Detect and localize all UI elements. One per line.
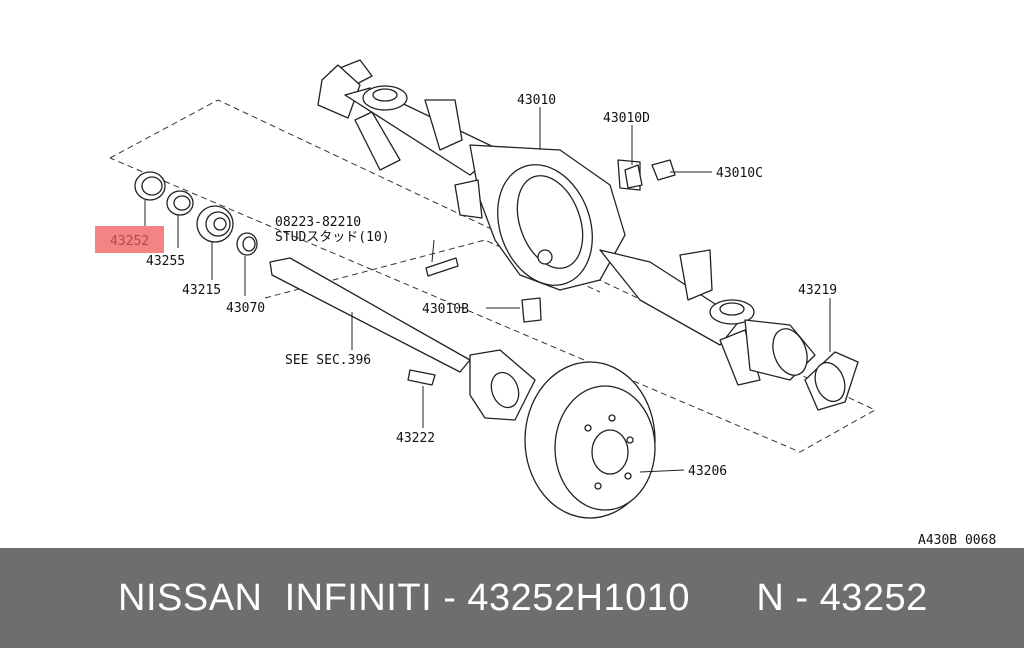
- drain-plug-43010B: [521, 297, 542, 323]
- highlight-43252: [95, 226, 164, 253]
- label-43206: 43206: [688, 464, 727, 479]
- label-08223: 08223-82210: [275, 215, 361, 230]
- footer-bar: NISSAN INFINITI - 43252H1010 N - 43252: [0, 548, 1024, 648]
- exploded-parts-diagram: 43010 43010D 43010C 08223-82210 STUDスタッド…: [109, 59, 996, 548]
- spacer-43255: [166, 190, 194, 216]
- breather-cap-43010C: [651, 159, 676, 181]
- label-stud: STUDスタッド(10): [275, 230, 390, 245]
- label-43070: 43070: [226, 301, 265, 316]
- part-number-caption: NISSAN INFINITI - 43252H1010 N - 43252: [118, 576, 928, 619]
- bearing-43215: [196, 205, 234, 243]
- axle-shaft: [269, 257, 536, 421]
- label-43255: 43255: [146, 254, 185, 269]
- label-43219: 43219: [798, 283, 837, 298]
- label-43010B: 43010B: [422, 302, 469, 317]
- brake-drum-43206: [524, 361, 656, 519]
- stud-08223: [425, 257, 459, 277]
- breather-43010D: [624, 164, 643, 189]
- retainer-43070: [236, 232, 258, 256]
- label-see-sec: SEE SEC.396: [285, 353, 371, 368]
- gasket-43219: [804, 351, 859, 411]
- drawing-code: A430B 0068: [918, 533, 996, 548]
- label-43215: 43215: [182, 283, 221, 298]
- hub-bolt-43222: [407, 369, 436, 386]
- label-43222: 43222: [396, 431, 435, 446]
- label-43010C: 43010C: [716, 166, 763, 181]
- label-43010D: 43010D: [603, 111, 650, 126]
- axle-housing: [317, 59, 816, 386]
- group-boundary: [109, 99, 877, 453]
- label-43010: 43010: [517, 93, 556, 108]
- oil-seal-43252: [134, 171, 166, 201]
